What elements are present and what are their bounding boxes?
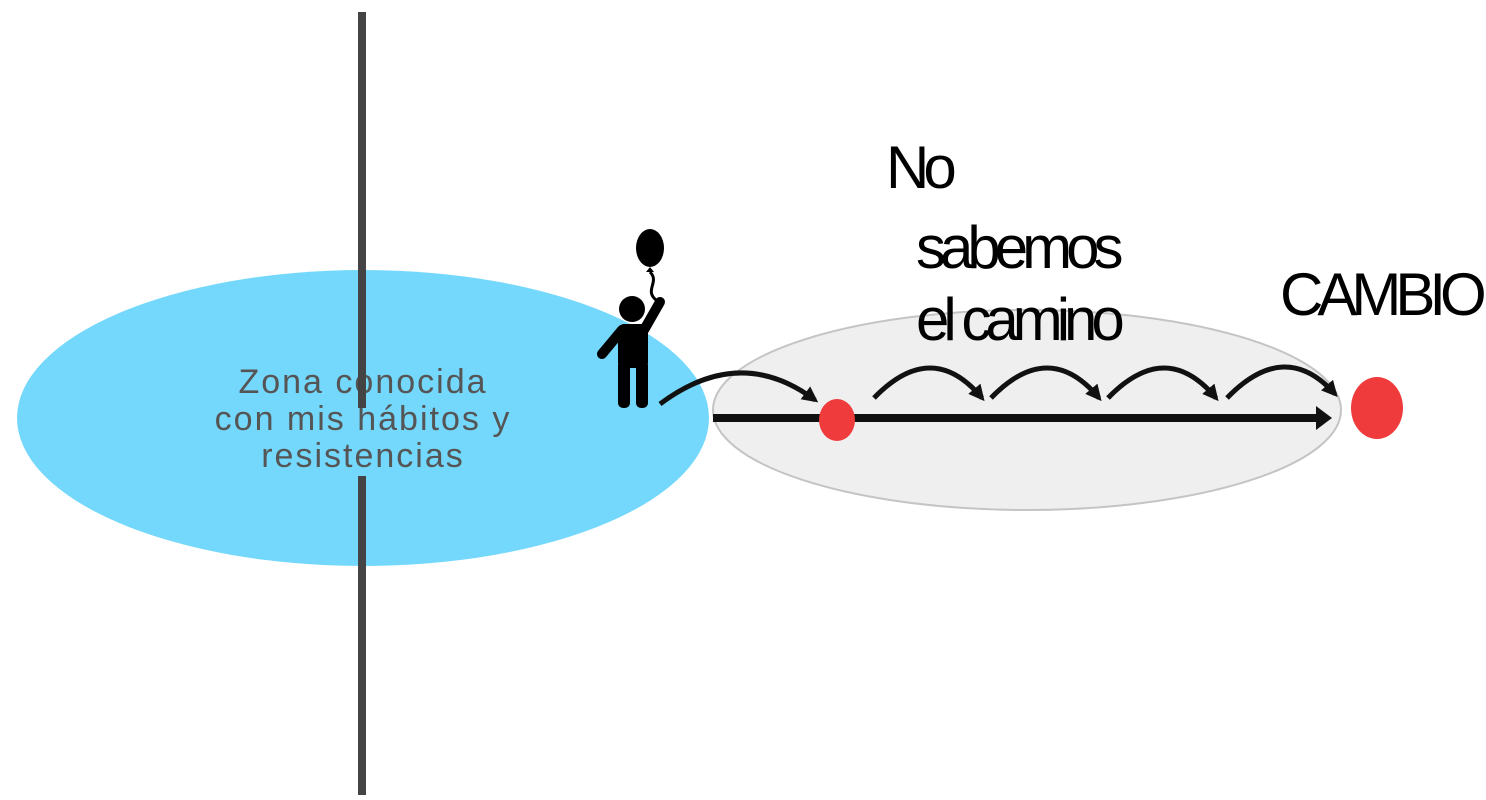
divider-line-bottom — [358, 476, 366, 795]
first-step-arrow — [658, 370, 819, 407]
known-zone-ellipse — [17, 270, 709, 566]
known-zone-label-line-3: resistencias — [261, 437, 465, 475]
step-arrow — [1225, 364, 1338, 400]
step-arrow — [872, 365, 985, 402]
goal-milestone-dot — [1351, 377, 1403, 439]
path-arrowhead — [1316, 406, 1332, 430]
person-with-balloon-icon — [597, 229, 665, 408]
path-label-line-2: sabemos — [916, 214, 1123, 281]
path-label-line-1: No — [886, 134, 957, 201]
step-arrow — [1106, 365, 1219, 402]
start-milestone-dot — [819, 399, 855, 441]
unknown-zone-ellipse — [712, 309, 1342, 511]
goal-label: CAMBIO — [1280, 261, 1486, 328]
path-label-line-3: el camino — [916, 286, 1125, 353]
step-arrow — [989, 365, 1102, 402]
divider-line-top — [358, 12, 366, 408]
